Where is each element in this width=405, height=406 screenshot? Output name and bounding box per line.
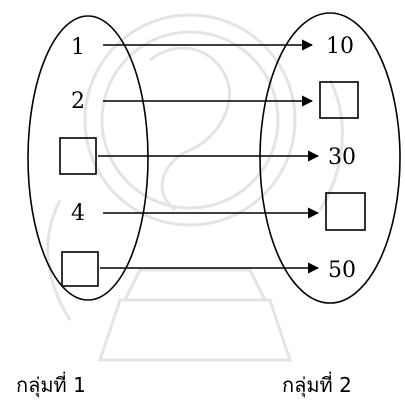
group1-caption: กลุ่มที่ 1 [16,371,86,398]
group1-blank-box-2 [61,251,99,287]
group1-blank-box-1 [59,137,97,175]
group2-caption: กลุ่มที่ 2 [282,371,352,398]
group2-item-50: 50 [328,258,356,283]
group2-item-10: 10 [326,34,354,59]
group2-blank-box-2 [325,192,366,231]
group2-blank-box-1 [319,81,359,119]
group1-item-2: 2 [71,89,85,114]
group1-item-4: 4 [71,201,85,226]
group2-item-30: 30 [328,145,356,170]
watermark-seal [46,13,344,362]
group1-oval [27,15,149,301]
group2-oval [259,12,401,304]
group1-item-1: 1 [71,35,85,60]
